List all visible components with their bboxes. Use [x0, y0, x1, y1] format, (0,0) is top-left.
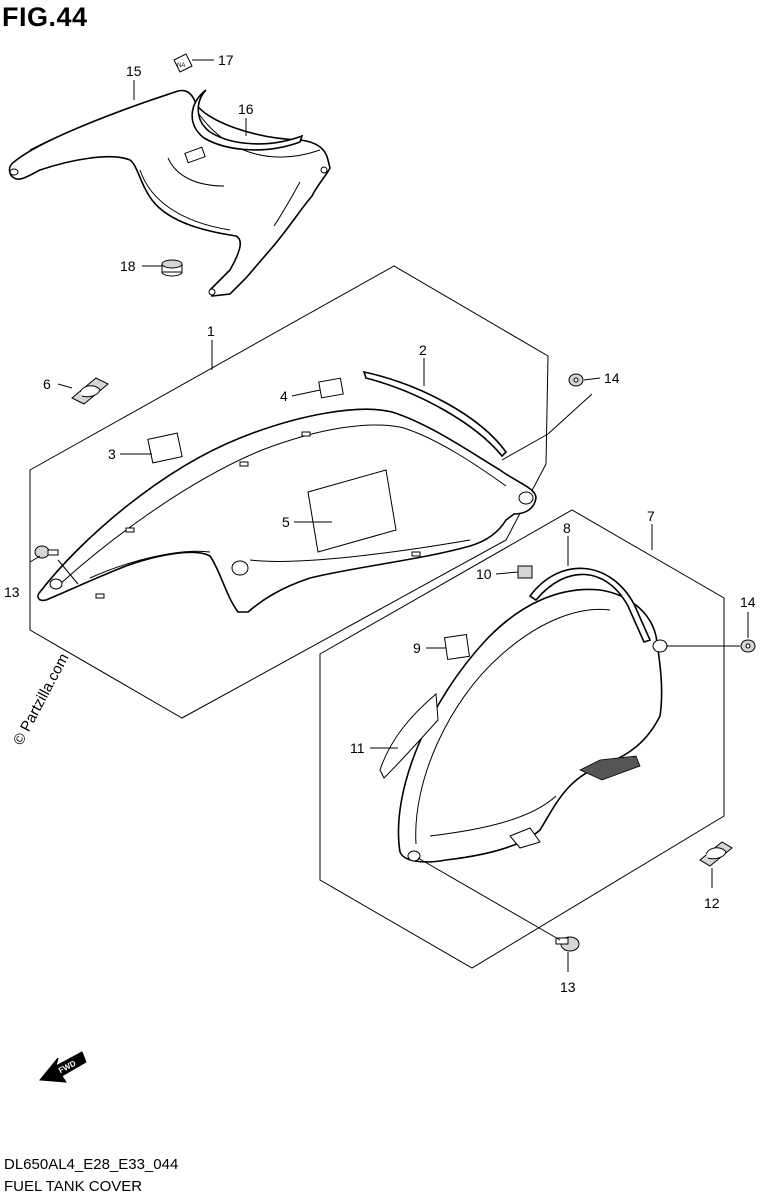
callout-13-left: 13 — [4, 584, 20, 600]
nut-part-14-top — [568, 373, 584, 387]
figure-title: FIG.44 — [2, 2, 88, 32]
pad-part-4 — [318, 377, 344, 399]
callout-15: 15 — [126, 63, 142, 79]
callout-14-top: 14 — [604, 370, 620, 386]
assembly-box-7 — [319, 509, 725, 969]
callout-11: 11 — [350, 740, 365, 756]
leader-lines — [29, 59, 749, 972]
emblem-part-12 — [699, 841, 733, 867]
callout-6: 6 — [43, 376, 51, 392]
callout-13-bottom: 13 — [560, 979, 576, 995]
tank-cover-left-part-1 — [37, 408, 537, 613]
callout-16: 16 — [238, 101, 254, 117]
callout-1: 1 — [207, 323, 215, 339]
pad-part-11 — [379, 692, 439, 779]
callout-3: 3 — [108, 446, 116, 462]
callout-9: 9 — [413, 640, 421, 656]
nut-part-14-right — [740, 639, 756, 653]
callout-2: 2 — [419, 342, 427, 358]
model-code: DL650AL4_E28_E33_044 — [4, 1156, 179, 1173]
pad-part-3 — [147, 432, 183, 464]
callout-18: 18 — [120, 258, 136, 274]
callout-8: 8 — [563, 520, 571, 536]
label-part-17: NA — [173, 53, 193, 73]
callout-5: 5 — [282, 514, 290, 530]
pad-part-9 — [444, 634, 470, 660]
bolt-part-13-left — [34, 545, 59, 559]
pad-part-5 — [307, 469, 397, 553]
bolt-part-13-bottom — [555, 936, 580, 952]
fwd-arrow-icon: FWD — [39, 1051, 87, 1083]
emblem-part-6 — [71, 377, 109, 405]
callout-7: 7 — [647, 508, 655, 524]
callout-10: 10 — [476, 566, 492, 582]
callout-4: 4 — [280, 388, 288, 404]
callout-17: 17 — [218, 52, 234, 68]
tank-cover-right-part-7 — [397, 588, 668, 863]
trim-part-2 — [362, 370, 508, 458]
front-cover-part-15 — [8, 89, 331, 297]
pad-part-10 — [517, 565, 533, 579]
svg-text:NA: NA — [177, 63, 185, 69]
callout-14-right: 14 — [740, 594, 756, 610]
callout-12: 12 — [704, 895, 720, 911]
grommet-part-18 — [161, 259, 183, 277]
trim-strip-part-16 — [191, 89, 304, 151]
figure-name: FUEL TANK COVER — [4, 1178, 143, 1195]
trim-part-8 — [528, 567, 652, 643]
